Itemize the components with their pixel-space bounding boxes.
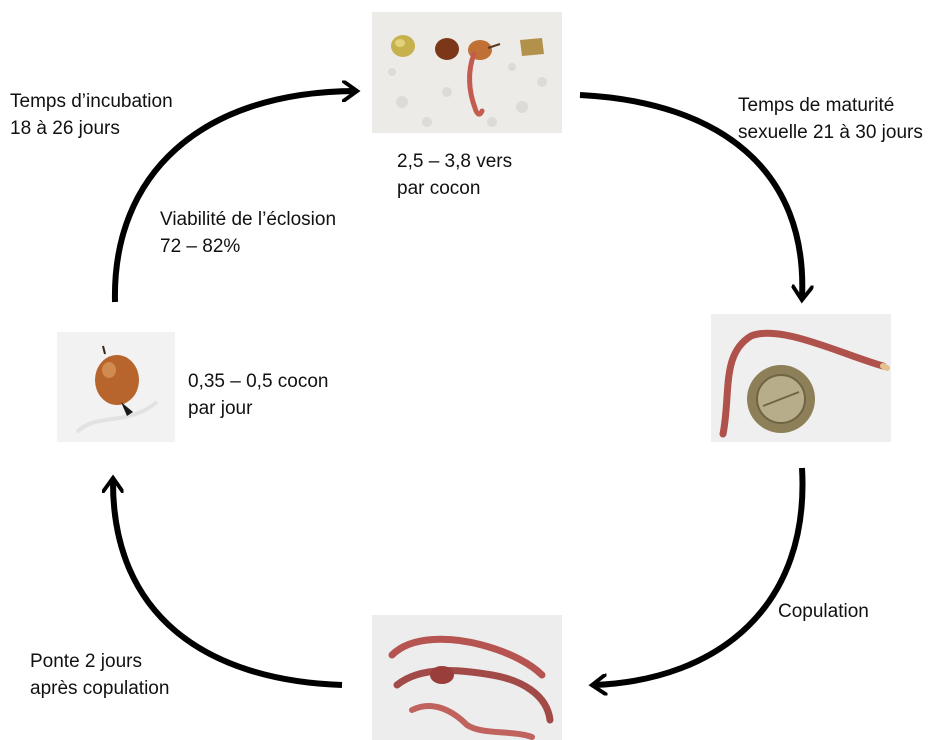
copulation-label: Copulation — [778, 598, 869, 625]
single-cocoon-photo — [57, 332, 175, 442]
mating-worms-photo — [372, 615, 562, 740]
worms-per-cocoon-label: 2,5 – 3,8 vers par cocon — [397, 148, 512, 202]
maturity-label: Temps de maturité sexuelle 21 à 30 jours — [738, 92, 923, 146]
arrow-copulation — [594, 468, 802, 685]
laying-label: Ponte 2 jours après copulation — [30, 648, 169, 702]
incubation-label: Temps d’incubation 18 à 26 jours — [10, 88, 173, 142]
adult-worm-with-coin-photo — [711, 314, 891, 442]
hatching-cocoons-photo — [372, 12, 562, 133]
cocoon-rate-label: 0,35 – 0,5 cocon par jour — [188, 368, 329, 422]
hatching-viability-label: Viabilité de l’éclosion 72 – 82% — [160, 206, 336, 260]
